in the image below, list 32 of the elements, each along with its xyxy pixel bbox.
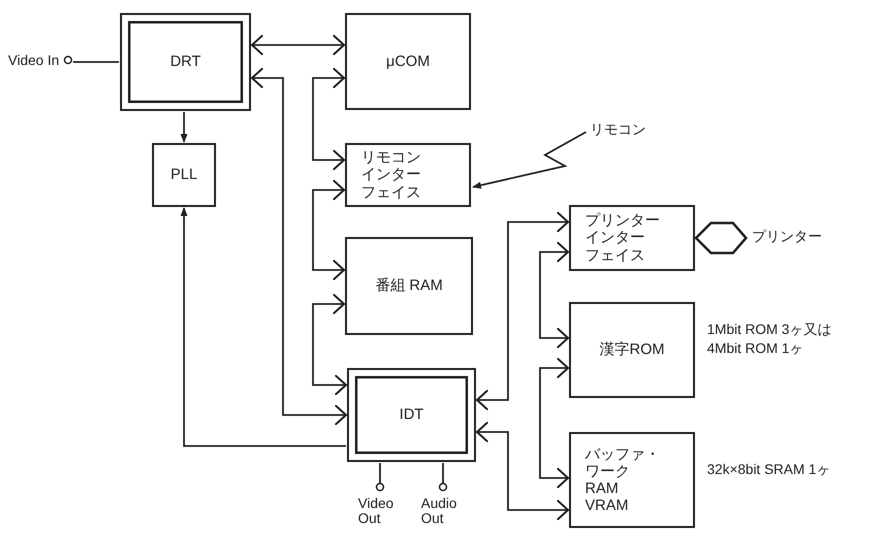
bus-arrow [251,67,347,426]
bus-arrow [476,421,569,521]
terminal-label: Video In [8,52,60,68]
connector-line [73,61,119,63]
bus-arrow [251,34,345,56]
device-label: プリンター [752,228,822,246]
bus-arrow [694,222,748,254]
arrow [472,131,586,189]
process-box: プリンターインターフェイス [569,205,695,271]
terminal-label: Video Out [358,496,395,527]
process-box: 番組 RAM [345,237,473,335]
process-box: バッファ・ワークRAM VRAM [569,432,695,528]
chip-box: IDT [347,368,476,462]
process-box: 漢字ROM [569,302,695,398]
bus-arrow [539,241,569,349]
arrow [180,112,188,143]
bus-arrow [539,357,569,489]
signal-label: リモコン [590,121,646,139]
process-box: リモコンインターフェイス [345,143,471,207]
process-box: PLL [152,143,216,207]
bus-arrow [312,67,345,171]
note-text: 32k×8bit SRAM 1ヶ [707,460,830,479]
connector-line [442,463,444,483]
bus-arrow [312,293,347,396]
arrow [180,207,346,447]
terminal-label: Audio Out [421,496,458,527]
bus-arrow [476,211,569,411]
chip-box: DRT [120,13,251,111]
connector-line [379,463,381,483]
process-box: μCOM [345,13,471,110]
bus-arrow [312,179,345,281]
note-text: 1Mbit ROM 3ヶ又は 4Mbit ROM 1ヶ [707,320,832,358]
